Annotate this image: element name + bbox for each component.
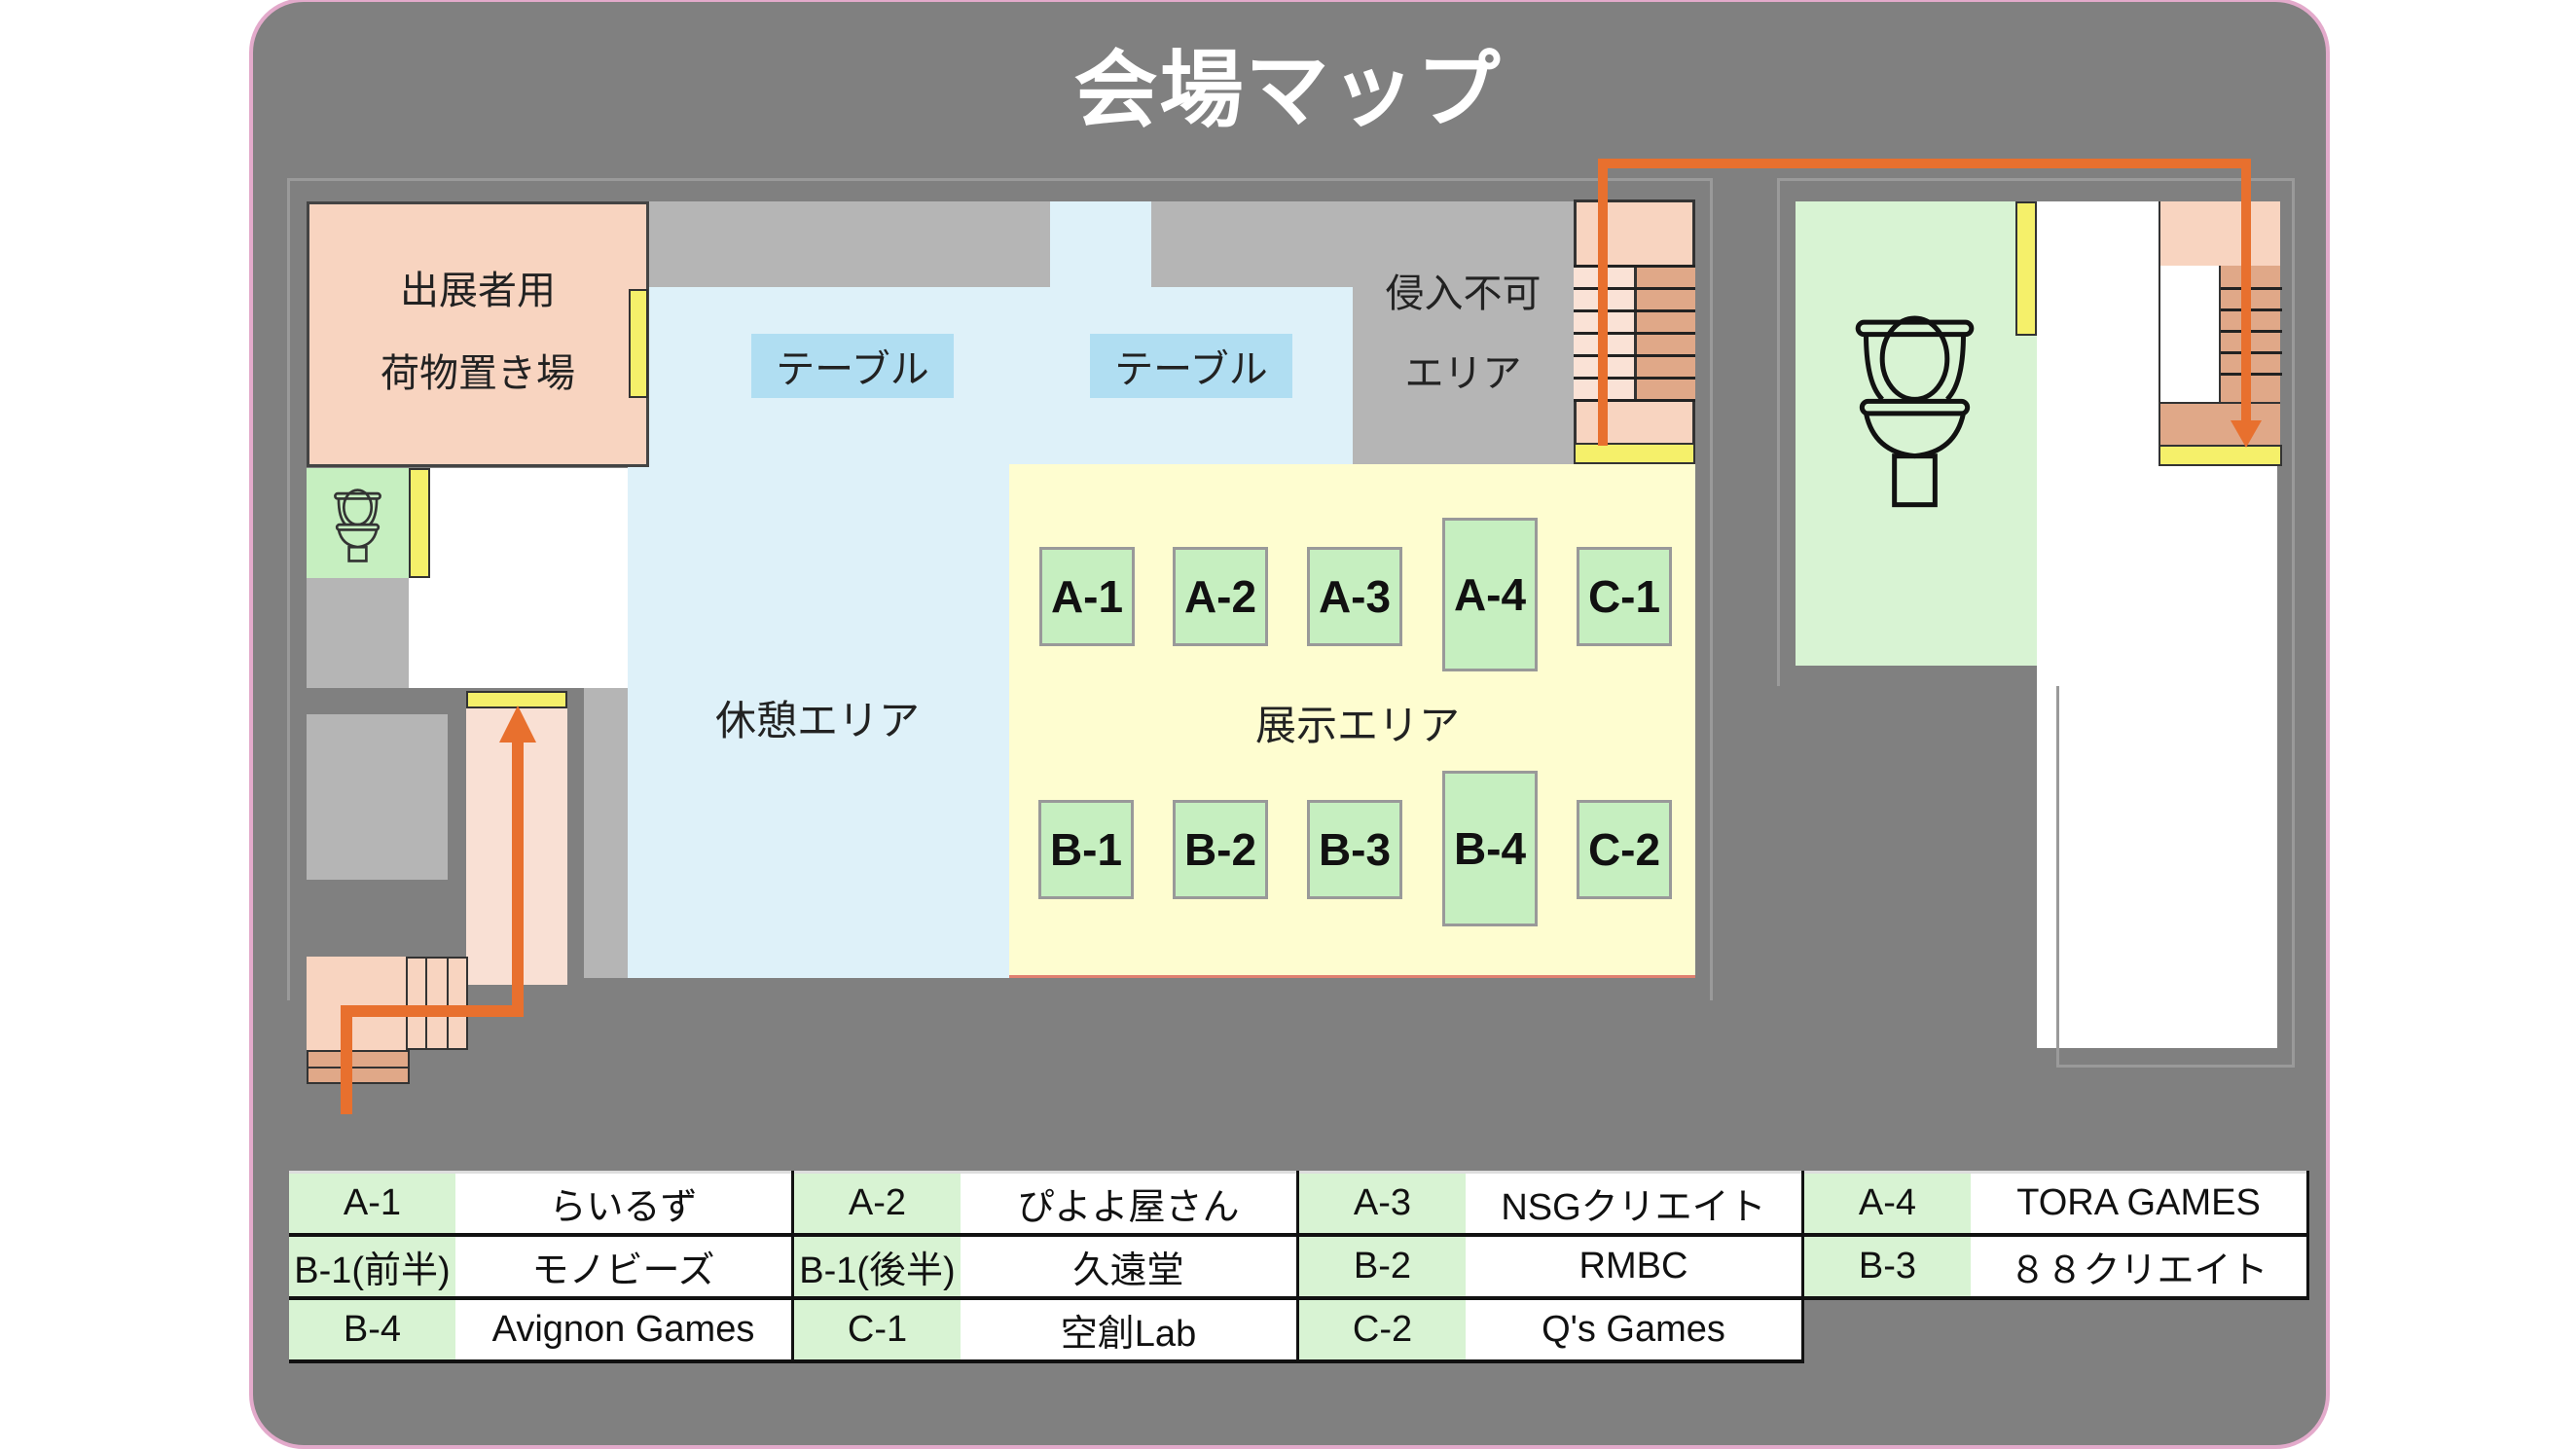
legend-name: 久遠堂 bbox=[961, 1235, 1299, 1300]
restroom-large-door bbox=[2015, 201, 2037, 336]
booth-b-3[interactable]: B-3 bbox=[1307, 800, 1402, 899]
legend-empty bbox=[1971, 1298, 2308, 1361]
stair-steps-vertical bbox=[406, 957, 468, 1050]
legend-row: B-1(前半) モノビーズ B-1(後半) 久遠堂 B-2 RMBC B-3 ８… bbox=[289, 1235, 2309, 1300]
storage-room bbox=[307, 201, 649, 467]
booth-b-4[interactable]: B-4 bbox=[1442, 771, 1538, 926]
route-arrow-left-v2 bbox=[512, 740, 524, 1017]
restricted-top-strip bbox=[649, 201, 1050, 287]
utility-space bbox=[307, 578, 409, 688]
restricted-label-2: エリア bbox=[1404, 351, 1522, 396]
route-arrow-left-v1 bbox=[341, 1005, 352, 1114]
legend-name: TORA GAMES bbox=[1971, 1172, 2309, 1237]
legend-code: C-1 bbox=[792, 1298, 961, 1363]
legend-empty bbox=[1803, 1298, 1972, 1361]
legend-code: B-1(前半) bbox=[289, 1235, 455, 1300]
booth-a-3[interactable]: A-3 bbox=[1307, 547, 1402, 646]
route-arrow-top-h bbox=[1598, 159, 2251, 168]
legend-name: Q's Games bbox=[1466, 1298, 1804, 1363]
toilet-icon bbox=[331, 487, 384, 564]
stairwell-far-right bbox=[2159, 201, 2282, 466]
arrow-icon bbox=[2231, 420, 2262, 448]
restricted-top-strip-right bbox=[1151, 201, 1574, 287]
legend-name: らいるず bbox=[455, 1172, 794, 1237]
left-building-outline bbox=[287, 178, 1713, 1000]
legend-name: RMBC bbox=[1466, 1235, 1804, 1300]
stair-steps-bottom bbox=[307, 1050, 410, 1084]
legend-code: A-3 bbox=[1297, 1172, 1466, 1237]
hallway bbox=[409, 468, 628, 688]
table-left: テーブル bbox=[751, 334, 954, 398]
legend-code: A-1 bbox=[289, 1172, 455, 1237]
route-arrow-left-h bbox=[341, 1005, 524, 1017]
route-arrow-top-v2-overlay bbox=[2241, 159, 2251, 426]
legend-code: A-4 bbox=[1802, 1172, 1971, 1237]
exhibit-area-label: 展示エリア bbox=[1254, 701, 1460, 749]
booth-b-1[interactable]: B-1 bbox=[1038, 800, 1134, 899]
booth-b-2[interactable]: B-2 bbox=[1173, 800, 1268, 899]
exhibitor-legend-table: A-1 らいるず A-2 ぴよよ屋さん A-3 NSGクリエイト A-4 TOR… bbox=[289, 1171, 2309, 1363]
legend-code: A-2 bbox=[792, 1172, 961, 1237]
legend-row: A-1 らいるず A-2 ぴよよ屋さん A-3 NSGクリエイト A-4 TOR… bbox=[289, 1172, 2309, 1237]
right-building-lower-outline bbox=[2056, 686, 2295, 1068]
booth-c-1[interactable]: C-1 bbox=[1577, 547, 1672, 646]
restroom-large bbox=[1796, 201, 2037, 666]
rest-area-label: 休憩エリア bbox=[714, 696, 920, 744]
legend-code: B-3 bbox=[1802, 1235, 1971, 1300]
stair-steps-right bbox=[1574, 265, 1695, 402]
legend-code: C-2 bbox=[1297, 1298, 1466, 1363]
legend-name: ８８クリエイト bbox=[1971, 1235, 2309, 1300]
legend-name: NSGクリエイト bbox=[1466, 1172, 1804, 1237]
restricted-area bbox=[1353, 287, 1574, 464]
booth-c-2[interactable]: C-2 bbox=[1577, 800, 1672, 899]
right-building-outline bbox=[1777, 178, 2295, 686]
route-arrow-top-v1 bbox=[1598, 159, 1608, 446]
storage-label-2: 荷物置き場 bbox=[381, 351, 575, 396]
booth-a-2[interactable]: A-2 bbox=[1173, 547, 1268, 646]
table-right: テーブル bbox=[1090, 334, 1292, 398]
legend-code: B-4 bbox=[289, 1298, 455, 1363]
legend-code: B-1(後半) bbox=[792, 1235, 961, 1300]
rest-area-corridor bbox=[1050, 201, 1151, 287]
storage-door bbox=[629, 289, 648, 398]
hallway-right-lower bbox=[2076, 666, 2277, 1048]
legend-name: 空創Lab bbox=[961, 1298, 1299, 1363]
booth-a-1[interactable]: A-1 bbox=[1039, 547, 1135, 646]
rest-area-wall bbox=[584, 688, 628, 978]
legend-name: モノビーズ bbox=[455, 1235, 794, 1300]
arrow-icon bbox=[499, 706, 536, 743]
legend-code: B-2 bbox=[1297, 1235, 1466, 1300]
stairwell-right-door bbox=[1574, 443, 1695, 464]
legend-row: B-4 Avignon Games C-1 空創Lab C-2 Q's Game… bbox=[289, 1298, 2308, 1363]
restroom-small-door-2 bbox=[409, 468, 430, 578]
legend-name: Avignon Games bbox=[455, 1298, 794, 1363]
restricted-label-1: 侵入不可 bbox=[1385, 272, 1542, 316]
utility-block bbox=[307, 714, 448, 880]
booth-a-4[interactable]: A-4 bbox=[1442, 518, 1538, 671]
legend-name: ぴよよ屋さん bbox=[961, 1172, 1299, 1237]
storage-label-1: 出展者用 bbox=[400, 269, 556, 313]
map-title: 会場マップ bbox=[1073, 42, 1503, 139]
toilet-icon bbox=[1854, 313, 1976, 518]
